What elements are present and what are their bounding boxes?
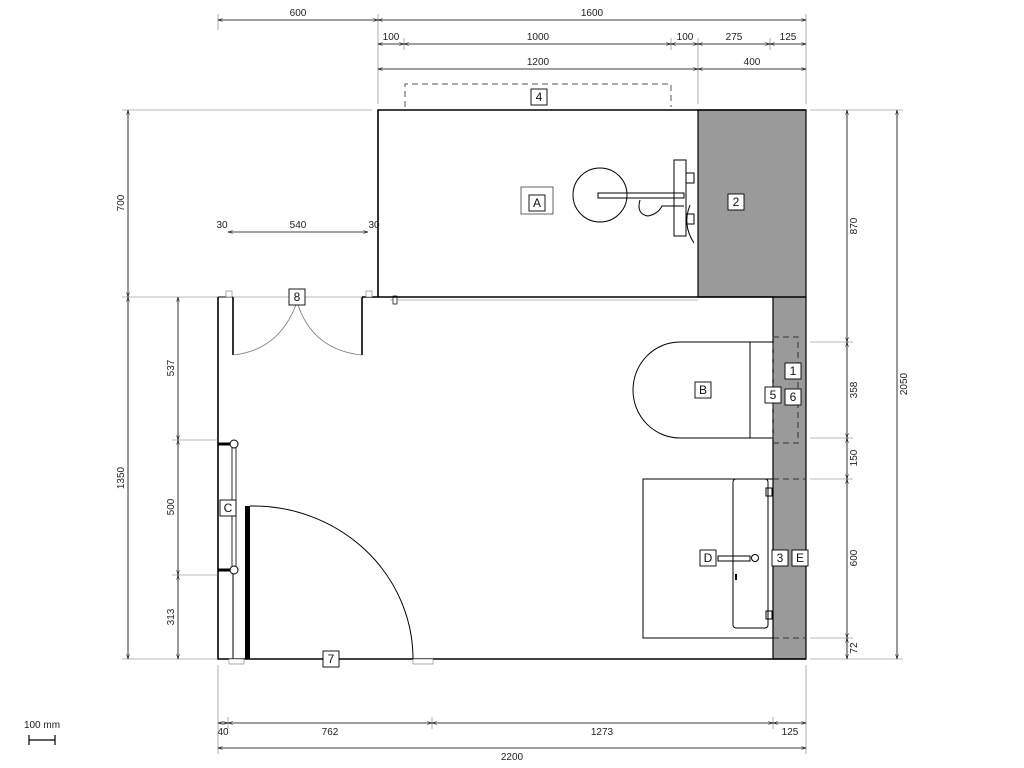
scale-bar-label: 100 mm (24, 720, 60, 731)
label-7: 7 (322, 650, 340, 668)
label-6: 6 (784, 388, 802, 406)
dim-label: 700 (116, 194, 127, 211)
svg-text:7: 7 (328, 652, 335, 666)
dim-label: 125 (782, 727, 799, 738)
dim-label: 30 (216, 220, 228, 231)
scale-bar: 100 mm (24, 720, 60, 745)
dim-label: 100 (383, 32, 400, 43)
svg-text:A: A (533, 196, 541, 210)
label-2: 2 (727, 193, 745, 211)
svg-text:6: 6 (790, 390, 797, 404)
label-a: A (520, 186, 554, 215)
dimension-lines: 600 1600 100 1000 100 275 125 1200 400 3… (116, 8, 910, 763)
dim-label: 40 (217, 727, 229, 738)
svg-text:4: 4 (536, 90, 543, 104)
dim-label: 540 (290, 220, 307, 231)
dim-label: 2050 (899, 372, 910, 395)
label-c: C (219, 499, 237, 517)
dim-label: 1273 (591, 727, 614, 738)
label-d: D (699, 549, 717, 567)
dim-label: 1350 (116, 466, 127, 489)
dim-label: 600 (290, 8, 307, 19)
label-8: 8 (288, 288, 306, 306)
dim-label: 400 (744, 57, 761, 68)
dim-label: 72 (849, 642, 860, 654)
label-b: B (694, 381, 712, 399)
label-e: E (791, 549, 809, 567)
dim-label: 125 (780, 32, 797, 43)
label-4: 4 (530, 88, 548, 106)
dashed-outline-4 (404, 83, 672, 107)
dim-label: 275 (726, 32, 743, 43)
label-5: 5 (764, 386, 782, 404)
svg-text:2: 2 (733, 195, 740, 209)
svg-text:D: D (704, 551, 713, 565)
shower-mixer (572, 159, 695, 244)
svg-text:E: E (796, 551, 804, 565)
svg-text:8: 8 (294, 290, 301, 304)
svg-text:C: C (224, 501, 233, 515)
service-wall (697, 109, 807, 660)
svg-text:B: B (699, 383, 707, 397)
dim-label: 100 (677, 32, 694, 43)
dim-label: 537 (166, 359, 177, 376)
svg-text:5: 5 (770, 388, 777, 402)
dim-label: 500 (166, 498, 177, 515)
dim-label: 762 (322, 727, 339, 738)
dim-label: 1200 (527, 57, 550, 68)
dim-label: 358 (849, 381, 860, 398)
main-room (217, 290, 806, 665)
svg-text:3: 3 (777, 551, 784, 565)
label-1: 1 (784, 362, 802, 380)
dim-label: 1000 (527, 32, 550, 43)
dim-label: 150 (849, 449, 860, 466)
dim-label: 30 (368, 220, 380, 231)
svg-text:1: 1 (790, 364, 797, 378)
double-door (232, 301, 363, 356)
dim-label: 870 (849, 217, 860, 234)
shower-head-icon (572, 167, 628, 223)
dim-label: 600 (849, 549, 860, 566)
label-3: 3 (771, 549, 789, 567)
dim-label: 2200 (501, 752, 524, 763)
entry-door (245, 505, 414, 660)
dim-label: 1600 (581, 8, 604, 19)
dim-label: 313 (166, 608, 177, 625)
